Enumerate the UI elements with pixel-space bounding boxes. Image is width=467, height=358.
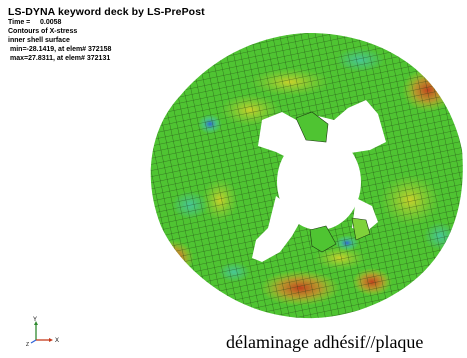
axis-triad: Y X Z [26,317,59,346]
min-readout: min=-28.1419, at elem# 372158 [10,46,112,53]
time-readout: Time = 0.0058 [8,18,205,27]
time-label: Time = [8,19,31,26]
caption: délaminage adhésif//plaque [226,332,424,352]
axis-x-label: X [55,338,59,344]
shell-flap [351,217,371,241]
shell-flap [309,225,337,253]
shell-flap [295,111,329,143]
deck-title: LS-DYNA keyword deck by LS-PrePost [8,6,205,18]
surface-label: inner shell surface [8,37,70,44]
axis-y-label: Y [33,317,37,323]
fe-ring-mesh [150,32,463,319]
info-header: LS-DYNA keyword deck by LS-PrePost Time … [8,7,205,63]
axis-z-label: Z [26,342,29,346]
contour-label: Contours of X-stress [8,28,78,35]
time-value: 0.0058 [39,19,62,26]
max-readout: max=27.8311, at elem# 372131 [10,55,111,62]
